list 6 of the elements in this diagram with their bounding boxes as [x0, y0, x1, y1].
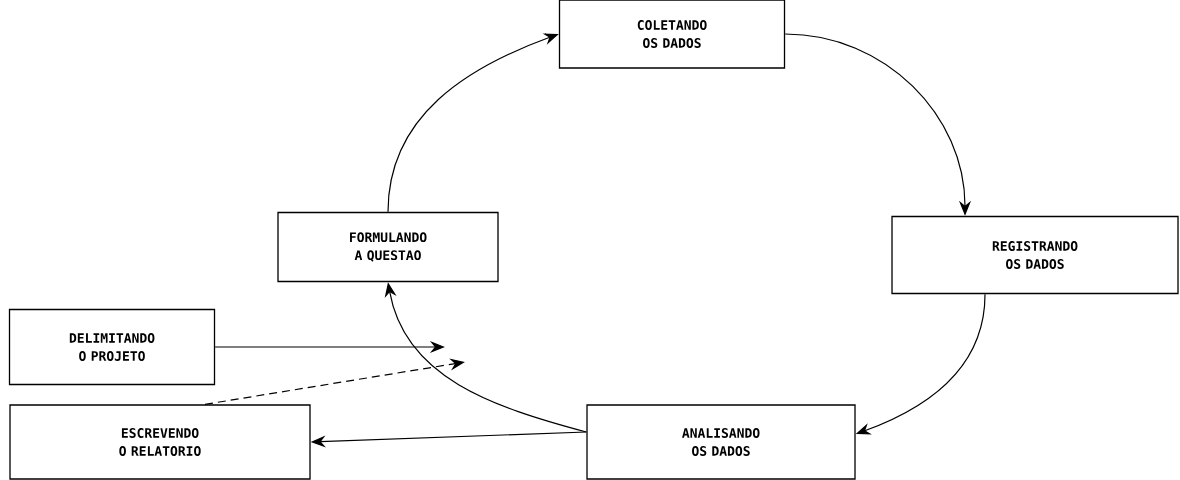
process-box: DELIMITANDO O PROJETO: [8, 308, 216, 386]
process-box: REGISTRANDO OS DADOS: [891, 215, 1179, 295]
process-box: FORMULANDO A QUESTAO: [277, 211, 499, 283]
process-box: COLETANDO OS DADOS: [558, 0, 786, 69]
process-box: ANALISANDO OS DADOS: [586, 404, 856, 480]
process-box: ESCREVENDO O RELATORIO: [9, 404, 311, 480]
